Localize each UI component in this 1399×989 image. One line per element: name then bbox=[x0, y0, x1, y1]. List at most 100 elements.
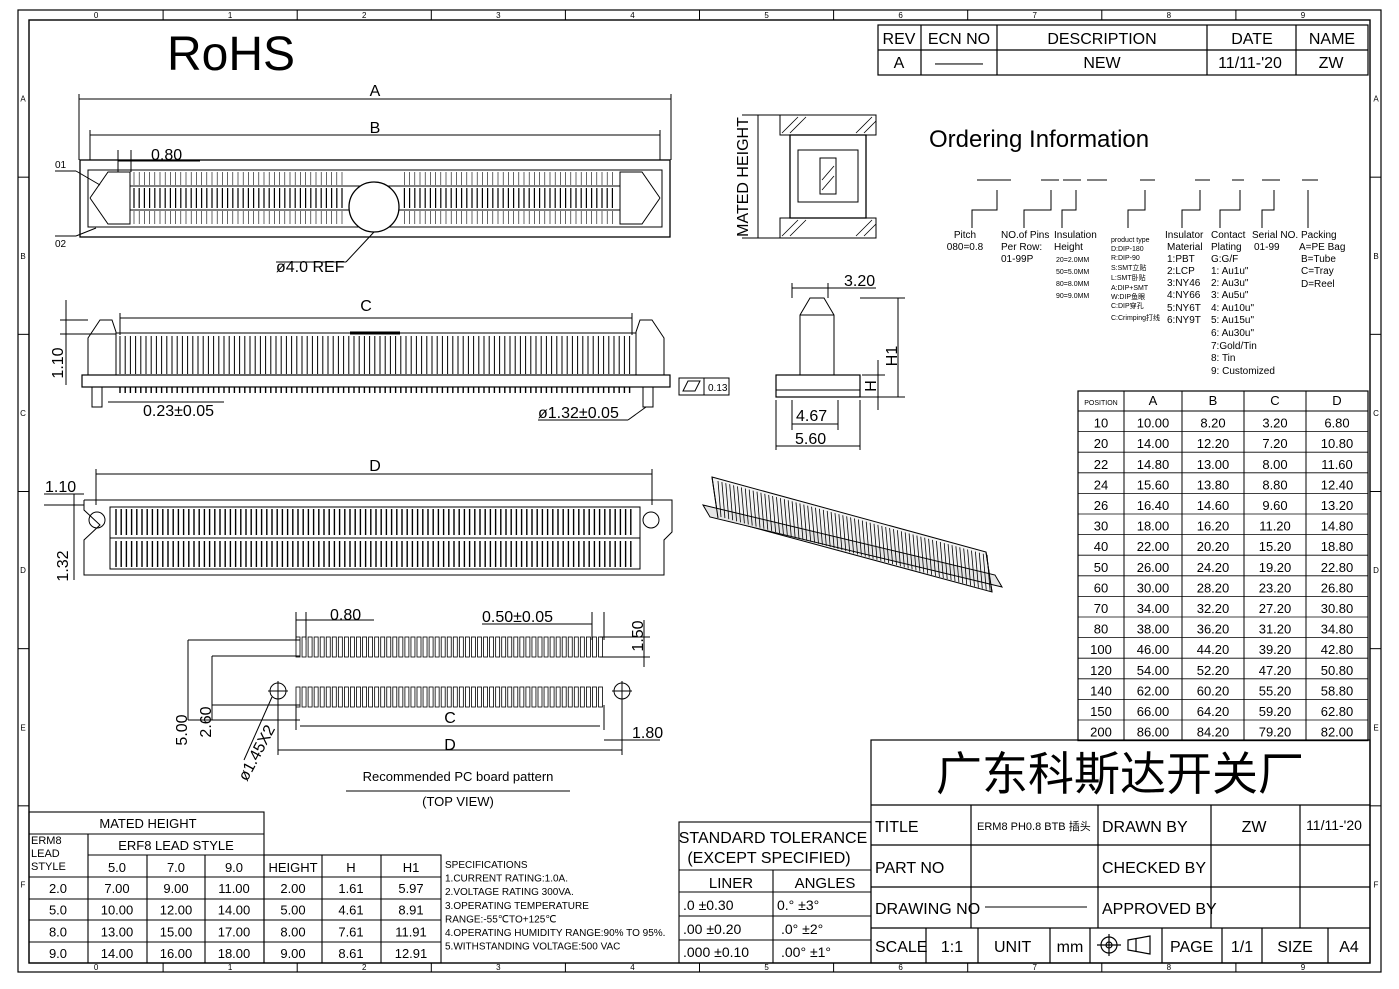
pcb-pad bbox=[440, 636, 446, 658]
bottom-view bbox=[44, 469, 673, 580]
position-count: 70 bbox=[1094, 601, 1108, 616]
contact-line bbox=[744, 488, 749, 525]
contact-line bbox=[791, 501, 796, 538]
ord-ptype-4: L:SMT卧贴 bbox=[1111, 273, 1146, 282]
contact-line bbox=[963, 548, 968, 585]
position-dim-value: 13.80 bbox=[1197, 477, 1230, 492]
pcb-pad bbox=[519, 686, 525, 708]
position-dim-value: 22.80 bbox=[1321, 560, 1354, 575]
pcb-pad bbox=[531, 636, 537, 658]
ord-plating-5: 3: Au5u" bbox=[1211, 290, 1249, 301]
pcb-pad bbox=[586, 686, 591, 708]
specification-line: 5.WITHSTANDING VOLTAGE:500 VAC bbox=[445, 942, 620, 953]
contact-line bbox=[768, 494, 773, 531]
position-dim-value: 13.00 bbox=[1197, 457, 1230, 472]
position-count: 30 bbox=[1094, 519, 1108, 534]
contact-line bbox=[928, 538, 932, 575]
tolerance-title-2: (EXCEPT SPECIFIED) bbox=[687, 850, 850, 867]
contact-line bbox=[881, 525, 886, 562]
contact-line bbox=[943, 543, 948, 580]
pcb-pad bbox=[573, 636, 579, 658]
checked-by-label: CHECKED BY bbox=[1102, 860, 1206, 877]
position-dim-value: 23.20 bbox=[1259, 580, 1292, 595]
mated-height-value: 11.00 bbox=[218, 881, 250, 896]
pcb-pad bbox=[422, 686, 428, 708]
specification-line: 4.OPERATING HUMIDITY RANGE:90% TO 95%. bbox=[445, 928, 665, 939]
pcb-pad bbox=[464, 636, 470, 658]
pcb-pad bbox=[416, 686, 422, 708]
ord-plating-7: 5: Au15u" bbox=[1211, 315, 1254, 326]
pcb-pad bbox=[350, 686, 355, 708]
contact-line bbox=[869, 522, 874, 559]
pcb-pad bbox=[398, 686, 404, 708]
contact-line bbox=[861, 520, 866, 557]
mated-height-value: 14.00 bbox=[101, 946, 134, 961]
pcb-pad bbox=[501, 686, 507, 708]
height-table-header: HEIGHT bbox=[268, 860, 317, 875]
frame-col-bottom: 4 bbox=[630, 963, 635, 972]
position-dim-value: 10.00 bbox=[1137, 416, 1170, 431]
contact-line bbox=[971, 550, 975, 587]
contact-line bbox=[733, 485, 737, 522]
pcb-pad bbox=[301, 686, 307, 708]
pcb-pad bbox=[471, 686, 476, 708]
pcb-pad bbox=[428, 636, 434, 658]
width-320-label: 3.20 bbox=[844, 273, 875, 290]
position-dim-value: 26.00 bbox=[1137, 560, 1170, 575]
date-header: DATE bbox=[1231, 31, 1272, 48]
mated-height-value: 17.00 bbox=[218, 924, 251, 939]
pcb-pad bbox=[592, 686, 597, 708]
height-table-value: 5.97 bbox=[398, 881, 423, 896]
pcb-pad bbox=[561, 686, 567, 708]
position-count: 40 bbox=[1094, 539, 1108, 554]
pcb-pad bbox=[458, 686, 464, 708]
pcb-pad bbox=[434, 636, 440, 658]
contact-line bbox=[889, 528, 893, 565]
position-dim-value: 47.20 bbox=[1259, 663, 1292, 678]
position-dim-value: 66.00 bbox=[1137, 704, 1170, 719]
ord-ptype-2: R:DIP-90 bbox=[1111, 255, 1140, 262]
position-dim-value: 8.00 bbox=[1262, 457, 1287, 472]
contact-line bbox=[729, 484, 734, 521]
frame-row-left: C bbox=[20, 409, 26, 418]
frame-col-top: 6 bbox=[898, 11, 903, 20]
pcb-pad bbox=[598, 636, 603, 658]
pcb-pad bbox=[543, 686, 549, 708]
contact-line bbox=[795, 502, 800, 539]
name-value: ZW bbox=[1319, 55, 1345, 72]
pcb-pad bbox=[313, 636, 319, 658]
contact-line bbox=[783, 499, 788, 536]
pcb-pad bbox=[392, 636, 398, 658]
position-count: 200 bbox=[1090, 725, 1112, 740]
ord-ptype-3: S:SMT立贴 bbox=[1111, 263, 1146, 272]
size-value: A4 bbox=[1339, 939, 1359, 956]
contact-line bbox=[947, 544, 952, 581]
pcb-pad bbox=[325, 636, 331, 658]
tolerance-linear-2: .000 ±0.10 bbox=[683, 944, 749, 960]
position-dim-value: 34.00 bbox=[1137, 601, 1170, 616]
table-header: D bbox=[1332, 393, 1341, 408]
pcb-pad bbox=[531, 686, 537, 708]
approved-by-label: APPROVED BY bbox=[1102, 901, 1217, 918]
pcb-pad bbox=[507, 686, 513, 708]
pcb-pad bbox=[386, 686, 392, 708]
erf8-height-header: 7.0 bbox=[167, 860, 185, 875]
pcb-pad bbox=[567, 636, 573, 658]
position-dim-value: 15.60 bbox=[1137, 477, 1170, 492]
pcb-pad bbox=[537, 636, 543, 658]
position-dim-value: 14.80 bbox=[1137, 457, 1170, 472]
position-dim-value: 16.40 bbox=[1137, 498, 1170, 513]
position-dim-value: 15.20 bbox=[1259, 539, 1292, 554]
pcb-pad bbox=[458, 636, 464, 658]
pcb-pad bbox=[477, 686, 482, 708]
ord-ptype-7: C:DIP穿孔 bbox=[1111, 301, 1144, 310]
ord-mat-4: 3:NY46 bbox=[1167, 278, 1201, 289]
erm8-height-value: 9.0 bbox=[49, 946, 67, 961]
table-header: POSITION bbox=[1084, 400, 1117, 407]
frame-col-top: 7 bbox=[1033, 11, 1038, 20]
position-count: 50 bbox=[1094, 560, 1108, 575]
position-count: 26 bbox=[1094, 498, 1108, 513]
isometric-view bbox=[701, 476, 1004, 593]
frame-row-left: A bbox=[20, 95, 26, 104]
